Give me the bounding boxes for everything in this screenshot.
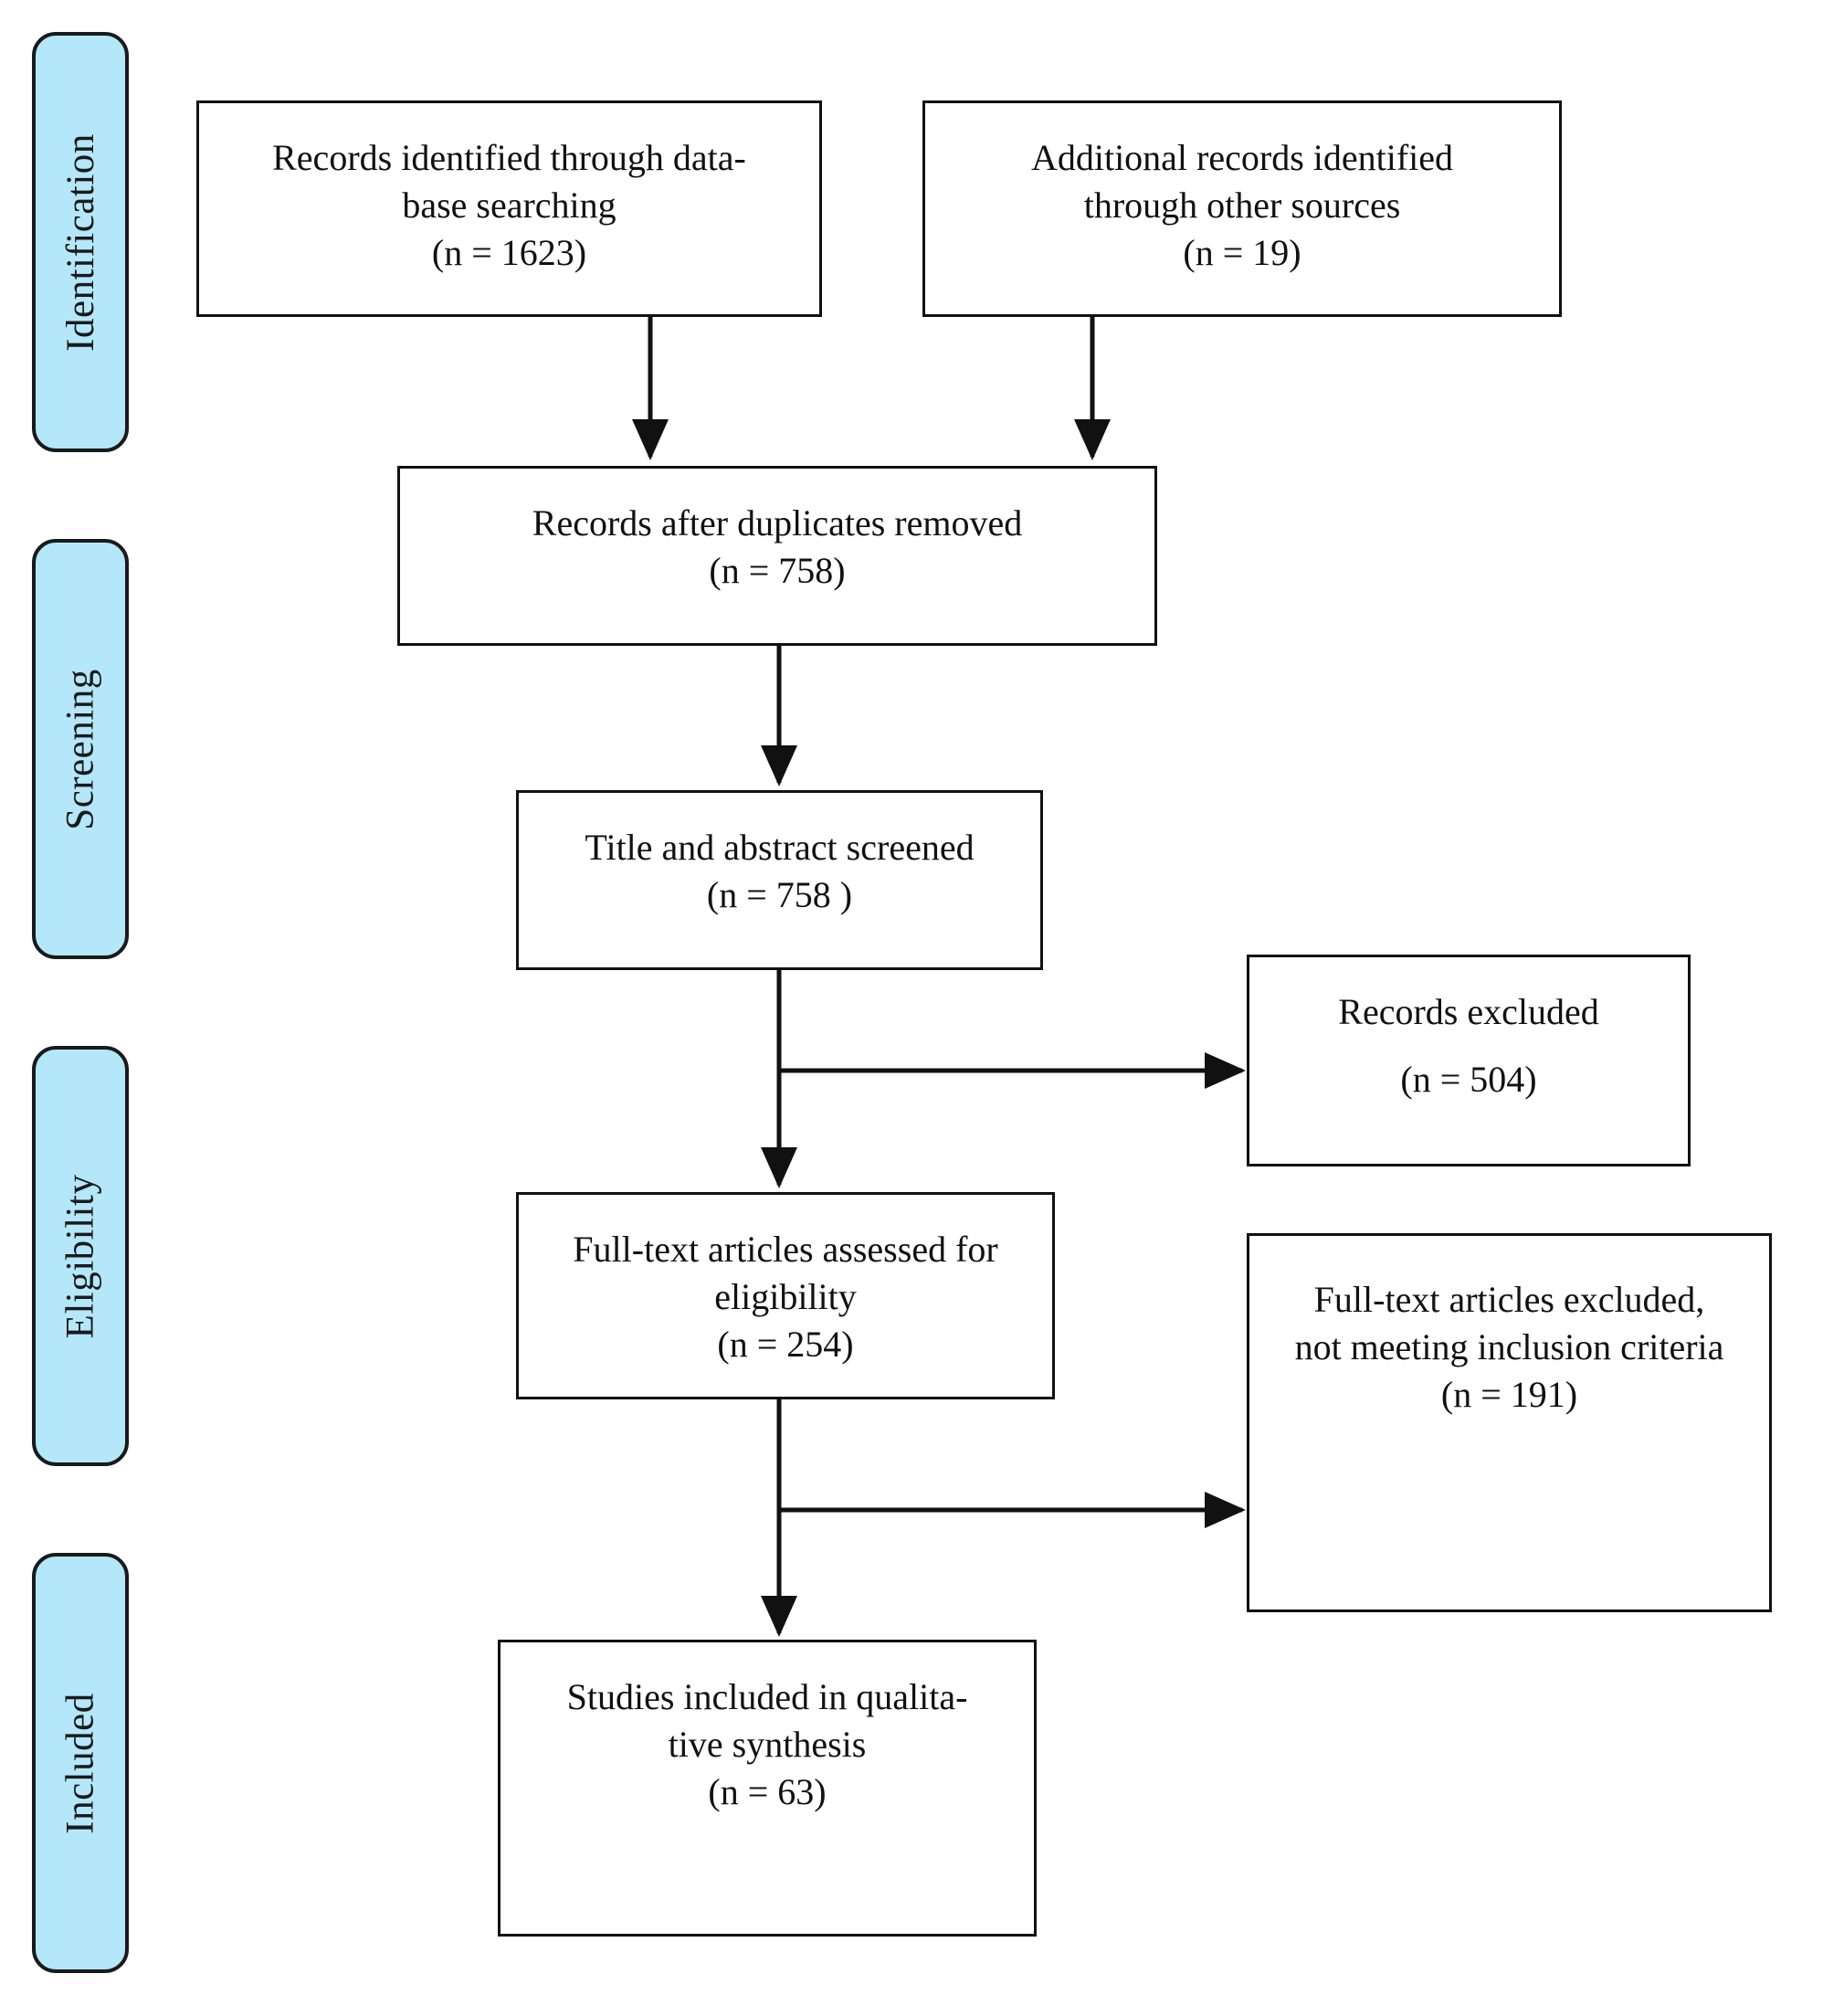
box-title-abstract-screened: Title and abstract screened (n = 758 ): [516, 790, 1043, 970]
box-fulltext-assessed: Full-text articles assessed for eligibil…: [516, 1192, 1055, 1399]
box-duplicates-removed: Records after duplicates removed (n = 75…: [397, 466, 1157, 646]
box-other-sources-text: Additional records identified through ot…: [1030, 137, 1454, 226]
box-fulltext-excluded-text: Full-text articles excluded, not meeting…: [1294, 1279, 1724, 1367]
box-other-sources-count: (n = 19): [1183, 232, 1301, 273]
box-studies-included-text: Studies included in qualita- tive synthe…: [566, 1676, 968, 1765]
stage-bar-eligibility: Eligibility: [32, 1046, 129, 1466]
box-studies-included-count: (n = 63): [708, 1771, 827, 1812]
box-records-excluded: Records excluded (n = 504): [1247, 955, 1691, 1166]
stage-label-included: Included: [58, 1692, 102, 1834]
stage-label-screening: Screening: [58, 668, 102, 830]
box-database-search: Records identified through data- base se…: [196, 100, 822, 317]
box-database-search-text: Records identified through data- base se…: [272, 137, 746, 226]
stage-label-eligibility: Eligibility: [58, 1174, 102, 1338]
box-fulltext-assessed-count: (n = 254): [717, 1324, 854, 1365]
box-duplicates-removed-count: (n = 758): [709, 550, 846, 591]
box-duplicates-removed-text: Records after duplicates removed: [532, 502, 1023, 544]
box-title-abstract-screened-text: Title and abstract screened: [585, 827, 975, 868]
box-fulltext-excluded-count: (n = 191): [1440, 1374, 1578, 1415]
box-other-sources: Additional records identified through ot…: [922, 100, 1562, 317]
box-studies-included: Studies included in qualita- tive synthe…: [498, 1640, 1037, 1937]
stage-bar-screening: Screening: [32, 539, 129, 959]
box-records-excluded-text: Records excluded: [1338, 991, 1599, 1032]
box-title-abstract-screened-count: (n = 758 ): [706, 874, 853, 915]
box-records-excluded-count: (n = 504): [1400, 1059, 1537, 1100]
stage-bar-included: Included: [32, 1553, 129, 1973]
box-fulltext-excluded: Full-text articles excluded, not meeting…: [1247, 1233, 1772, 1612]
stage-bar-identification: Identification: [32, 32, 129, 452]
stage-label-identification: Identification: [58, 132, 102, 352]
box-fulltext-assessed-text: Full-text articles assessed for eligibil…: [573, 1229, 998, 1317]
box-database-search-count: (n = 1623): [431, 232, 587, 273]
